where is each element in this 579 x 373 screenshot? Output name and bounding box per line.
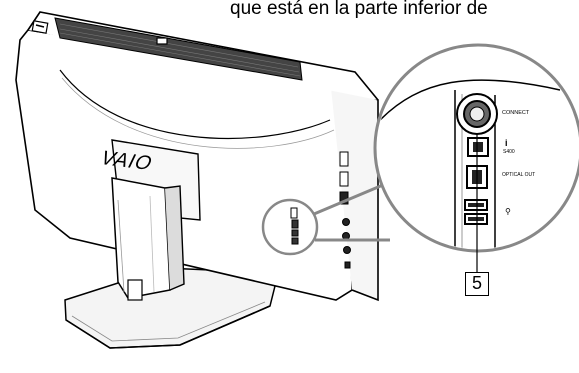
port-highlight-circle bbox=[261, 198, 319, 256]
stand-neck bbox=[111, 177, 171, 299]
usb-icon: ⚲ bbox=[505, 207, 511, 216]
callout-number-5: 5 bbox=[465, 272, 489, 296]
optical-out-label: OPTICAL OUT bbox=[502, 172, 535, 178]
i-link-label: S400 bbox=[503, 149, 515, 155]
side-ports bbox=[339, 151, 351, 269]
top-vent bbox=[54, 17, 303, 81]
caption-text: que está en la parte inferior de bbox=[230, 0, 488, 19]
connect-label: CONNECT bbox=[502, 110, 530, 116]
i-link-icon: i bbox=[505, 138, 508, 148]
